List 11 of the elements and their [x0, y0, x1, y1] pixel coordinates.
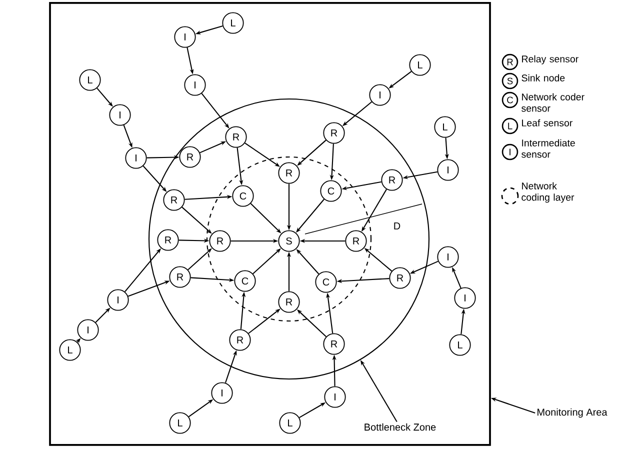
legend-text: Network coding layer [522, 182, 574, 203]
area-label: Monitoring Area [538, 408, 608, 418]
legend-text: Relay sensor [522, 55, 578, 64]
legend-text: Network coder sensor [522, 93, 584, 112]
legend-text: Leaf sensor [522, 119, 572, 126]
zone-label: Bottleneck Zone [364, 423, 436, 431]
monitoring-area-frame [49, 2, 491, 446]
dimension-label: D [394, 222, 400, 230]
zone-circle [148, 98, 430, 380]
legend-text: Sink node [522, 74, 565, 82]
legend-text: Intermediate sensor [522, 139, 575, 158]
